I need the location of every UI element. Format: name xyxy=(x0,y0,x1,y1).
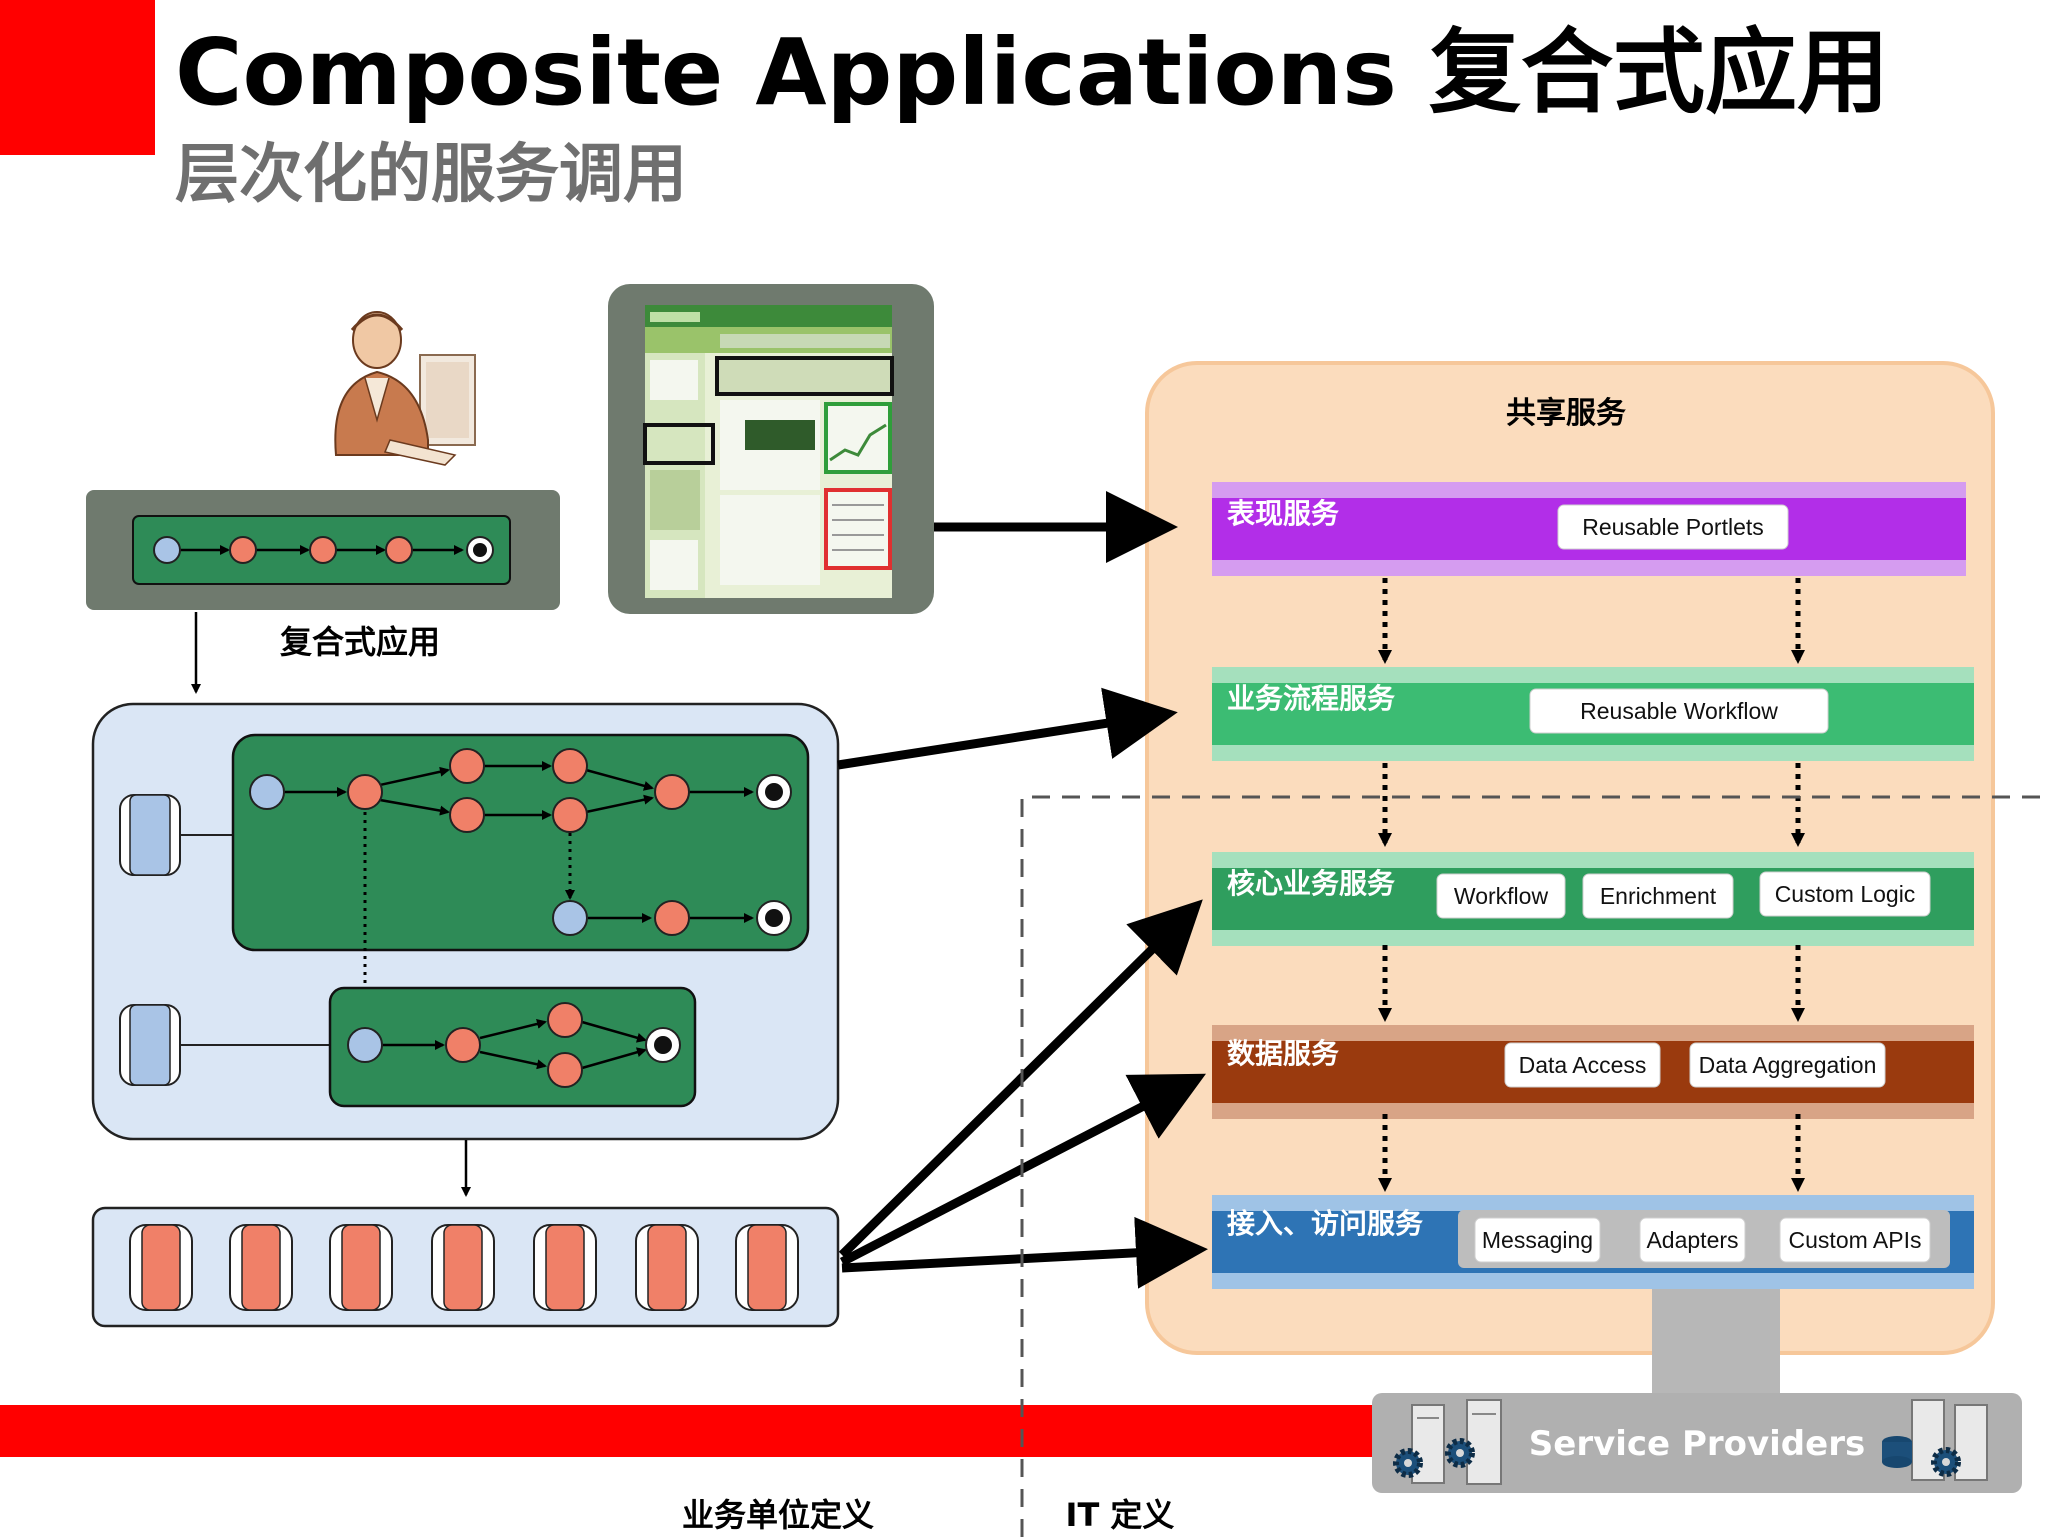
service-pill-label: Data Access xyxy=(1519,1052,1647,1078)
invocation-arrows xyxy=(837,491,1208,1289)
layer-label: 核心业务服务 xyxy=(1227,867,1395,900)
service-pill: Adapters xyxy=(1639,1217,1746,1263)
header-red-block xyxy=(0,0,155,155)
layer-label: 业务流程服务 xyxy=(1227,682,1395,715)
service-pill: Enrichment xyxy=(1582,873,1734,919)
service-layer: 表现服务 Reusable Portlets xyxy=(1212,482,1966,576)
service-pill: Data Aggregation xyxy=(1689,1042,1886,1088)
service-pill: Reusable Portlets xyxy=(1557,504,1789,550)
service-pill-label: Custom APIs xyxy=(1789,1227,1922,1253)
layer-label: 表现服务 xyxy=(1227,497,1339,530)
portal-screenshot xyxy=(608,284,934,614)
shared-services-title: 共享服务 xyxy=(1506,396,1626,431)
service-pill: Data Access xyxy=(1504,1042,1661,1088)
footer-red-band xyxy=(0,1405,1372,1457)
layer-dependency-arrows xyxy=(1378,578,1805,1192)
service-layer: 接入、访问服务 Messaging Adapters Custom APIs xyxy=(1212,1195,1974,1289)
service-pill-label: Workflow xyxy=(1454,883,1549,909)
service-pill-label: Data Aggregation xyxy=(1699,1052,1877,1078)
business-definition-label: 业务单位定义 xyxy=(682,1496,874,1534)
it-definition-label: IT 定义 xyxy=(1066,1496,1175,1534)
service-pill: Workflow xyxy=(1436,873,1566,919)
server-icon xyxy=(1411,1399,1502,1485)
gear-icon xyxy=(1393,1438,1475,1478)
service-pill: Messaging xyxy=(1474,1217,1601,1263)
service-pill-label: Messaging xyxy=(1482,1227,1593,1253)
layer-label: 接入、访问服务 xyxy=(1227,1207,1423,1240)
sub-process-nodes xyxy=(347,1002,681,1088)
business-it-divider xyxy=(1020,795,2048,1537)
service-pill-label: Custom Logic xyxy=(1775,881,1916,907)
page-subtitle: 层次化的服务调用 xyxy=(175,138,687,212)
service-pill: Reusable Workflow xyxy=(1529,688,1829,734)
service-pill: Custom APIs xyxy=(1779,1217,1931,1263)
service-layer: 业务流程服务 Reusable Workflow xyxy=(1212,667,1974,761)
service-providers-box xyxy=(1372,1393,2022,1493)
service-layer: 核心业务服务 Workflow Enrichment Custom Logic xyxy=(1212,852,1974,946)
service-components xyxy=(129,1224,799,1311)
service-pill-label: Enrichment xyxy=(1600,883,1717,909)
page-title: Composite Applications 复合式应用 xyxy=(175,19,1889,126)
service-layer: 数据服务 Data Access Data Aggregation xyxy=(1212,1025,1974,1119)
service-pill-label: Adapters xyxy=(1646,1227,1738,1253)
service-pill-label: Reusable Workflow xyxy=(1580,698,1778,724)
layer-label: 数据服务 xyxy=(1227,1037,1339,1070)
business-process-nodes xyxy=(249,748,792,936)
composite-app-label: 复合式应用 xyxy=(280,623,440,661)
service-pill-label: Reusable Portlets xyxy=(1582,514,1764,540)
user-icon xyxy=(334,311,476,466)
composite-app-flow-nodes xyxy=(153,536,494,564)
sub-process-flow xyxy=(328,986,697,1108)
service-pill: Custom Logic xyxy=(1759,871,1931,917)
service-providers-label: Service Providers xyxy=(1529,1424,1865,1464)
process-service-stubs xyxy=(119,794,330,1086)
database-server-icon xyxy=(1882,1399,1988,1481)
service-layers: 表现服务 Reusable Portlets 业务流程服务 Reusable Work… xyxy=(1212,482,1974,1289)
